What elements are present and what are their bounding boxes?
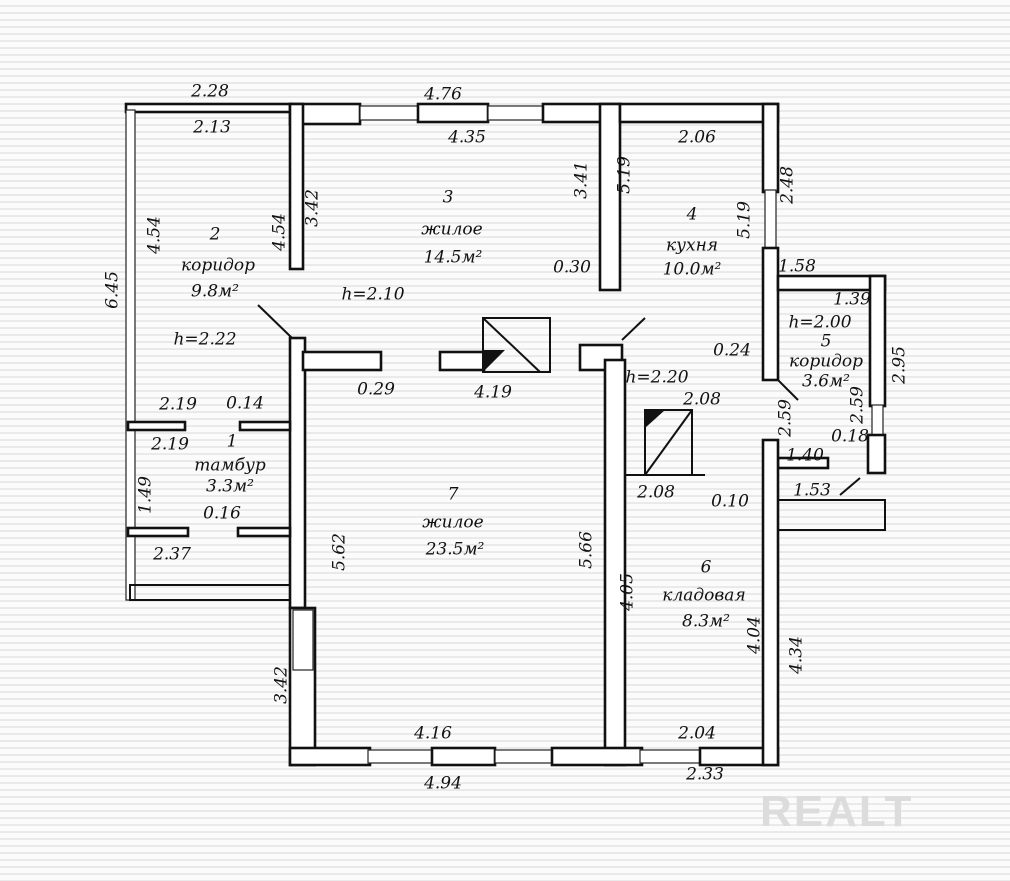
- dimension: 2.13: [192, 118, 231, 138]
- dimension: 3.41: [572, 161, 592, 199]
- dimension: 2.08: [636, 483, 675, 503]
- dimension: 4.54: [145, 216, 165, 255]
- walls: [124, 102, 887, 767]
- dimension: 3.42: [272, 666, 292, 704]
- dimension: 3.42: [303, 189, 323, 227]
- dimension: 6.45: [103, 271, 123, 309]
- dimension: 1.53: [793, 481, 831, 501]
- room-area: 10.0м²: [663, 260, 722, 280]
- horizontal-dimensions: 2.28 2.13 4.76 4.35 2.06 1.58 1.39 0.30 …: [150, 82, 871, 794]
- room-number: 3: [443, 188, 454, 208]
- dimension: 2.33: [685, 765, 724, 785]
- height-label: h=2.10: [341, 285, 404, 305]
- dimension: 0.18: [831, 427, 869, 447]
- room-number: 4: [686, 205, 698, 225]
- room-name: кладовая: [662, 586, 745, 606]
- room-area: 14.5м²: [424, 248, 483, 268]
- room-5: 5 коридор 3.6м²: [789, 332, 863, 392]
- staircases: [482, 317, 705, 476]
- dimension: 2.19: [158, 395, 197, 415]
- dimension: 0.10: [711, 492, 749, 512]
- room-name: тамбур: [194, 456, 266, 476]
- room-area: 3.3м²: [206, 477, 254, 497]
- dimension: 2.48: [778, 166, 798, 205]
- dimension: 0.14: [226, 394, 264, 414]
- watermark-logo: REALT: [760, 787, 913, 836]
- height-label: h=2.22: [173, 330, 236, 350]
- dimension: 4.05: [618, 573, 638, 612]
- room-area: 23.5м²: [425, 540, 485, 560]
- room-2: 2 коридор 9.8м²: [181, 225, 255, 302]
- room-1: 1 тамбур 3.3м²: [194, 432, 266, 497]
- room-area: 8.3м²: [682, 612, 730, 632]
- dimension: 4.35: [447, 128, 486, 148]
- dimension: 2.08: [682, 390, 721, 410]
- room-number: 1: [227, 432, 238, 452]
- dimension: 2.19: [150, 435, 189, 455]
- room-number: 2: [209, 225, 221, 245]
- room-name: жилое: [421, 220, 482, 240]
- dimension: 2.06: [677, 128, 716, 148]
- room-number: 5: [821, 332, 832, 352]
- dimension: 4.54: [270, 213, 290, 252]
- room-name: коридор: [181, 256, 255, 276]
- room-7: 7 жилое 23.5м²: [422, 485, 484, 560]
- height-label: h=2.00: [788, 313, 851, 333]
- dimension: 2.95: [890, 346, 910, 385]
- room-name: кухня: [666, 236, 718, 256]
- room-name: жилое: [422, 513, 483, 533]
- dimension: 0.29: [357, 380, 395, 400]
- dimension: 4.94: [423, 774, 462, 794]
- dimension: 0.16: [203, 504, 241, 524]
- room-6: 6 кладовая 8.3м²: [662, 558, 745, 632]
- dimension: 1.49: [136, 476, 156, 514]
- room-area: 9.8м²: [191, 282, 239, 302]
- room-4: 4 кухня 10.0м²: [663, 205, 722, 280]
- dimension: 2.59: [848, 386, 868, 425]
- room-number: 7: [448, 485, 459, 505]
- dimension: 1.58: [778, 257, 816, 277]
- dimension: 2.04: [677, 724, 716, 744]
- dimension: 0.30: [553, 258, 591, 278]
- dimension: 4.76: [423, 85, 462, 105]
- room-name: коридор: [789, 352, 863, 372]
- dimension: 4.04: [745, 616, 765, 655]
- dimension: 1.40: [786, 446, 824, 466]
- height-label: h=2.20: [625, 368, 688, 388]
- dimension: 1.39: [833, 290, 871, 310]
- dimension: 2.28: [190, 82, 229, 102]
- dimension: 5.66: [577, 531, 597, 569]
- dimension: 2.59: [776, 399, 796, 438]
- dimension: 5.62: [330, 533, 350, 571]
- dimension: 4.19: [473, 383, 512, 403]
- dimension: 4.34: [787, 636, 807, 675]
- dimension: 4.16: [413, 724, 452, 744]
- vertical-dimensions: 6.45 4.54 4.54 3.42 3.41 5.19 5.19 2.48 …: [103, 156, 910, 704]
- dimension: 0.24: [713, 341, 751, 361]
- ceiling-heights: h=2.10 h=2.22 h=2.00 h=2.20: [173, 285, 851, 388]
- dimension: 2.37: [152, 545, 191, 565]
- dimension: 5.19: [615, 156, 635, 194]
- dimension: 5.19: [735, 201, 755, 239]
- room-3: 3 жилое 14.5м²: [421, 188, 482, 268]
- room-area: 3.6м²: [802, 372, 850, 392]
- room-number: 6: [701, 558, 712, 578]
